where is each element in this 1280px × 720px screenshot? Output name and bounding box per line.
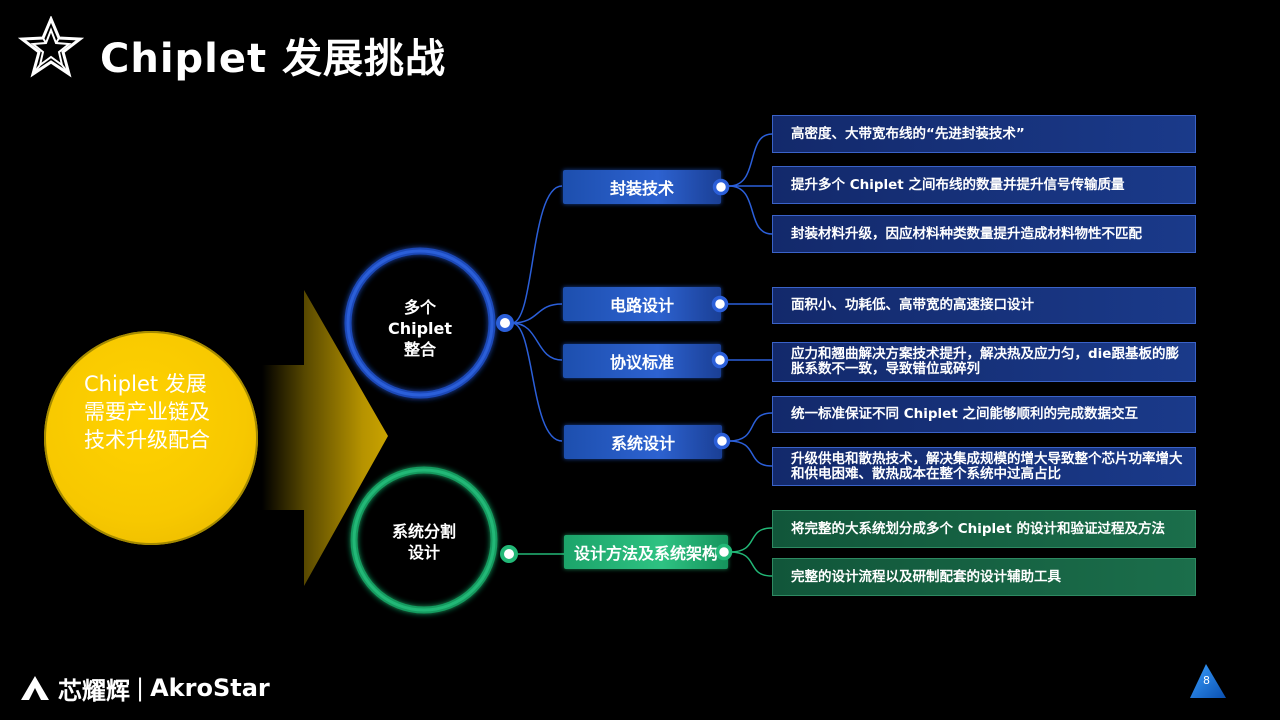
brand-en: AkroStar xyxy=(150,674,270,702)
category-protocol-label: 协议标准 xyxy=(609,353,674,372)
detail-circuit-1: 面积小、功耗低、高带宽的高速接口设计 xyxy=(772,287,1196,324)
category-method-label: 设计方法及系统架构 xyxy=(573,544,718,563)
category-method: 设计方法及系统架构 xyxy=(564,535,728,569)
ring-partition-line1: 系统分割 xyxy=(391,522,456,541)
ring-partition-label: 系统分割 设计 xyxy=(374,521,474,563)
category-circuit: 电路设计 xyxy=(563,287,721,321)
page-title: Chiplet 发展挑战 xyxy=(100,36,447,82)
star-logo-icon xyxy=(18,16,84,78)
category-system-label: 系统设计 xyxy=(610,434,675,453)
detail-method-1-text: 将完整的大系统划分成多个 Chiplet 的设计和验证过程及方法 xyxy=(791,520,1165,537)
category-packaging: 封装技术 xyxy=(563,170,721,204)
ring-integration-label: 多个 Chiplet 整合 xyxy=(370,297,470,360)
detail-method-2-text: 完整的设计流程以及研制配套的设计辅助工具 xyxy=(791,568,1061,585)
category-protocol: 协议标准 xyxy=(563,344,721,378)
brand-cn: 芯耀辉 xyxy=(58,676,130,705)
detail-packaging-3: 封装材料升级，因应材料种类数量提升造成材料物性不匹配 xyxy=(772,215,1196,253)
category-packaging-label: 封装技术 xyxy=(609,179,674,198)
detail-system-1: 统一标准保证不同 Chiplet 之间能够顺利的完成数据交互 xyxy=(772,396,1196,433)
detail-system-2: 升级供电和散热技术，解决集成规模的增大导致整个芯片功率增大和供电困难、散热成本在… xyxy=(772,447,1196,486)
detail-packaging-1-text: 高密度、大带宽布线的“先进封装技术” xyxy=(791,125,1025,142)
page-badge-icon xyxy=(1190,664,1226,698)
detail-packaging-2: 提升多个 Chiplet 之间布线的数量并提升信号传输质量 xyxy=(772,166,1196,204)
category-system: 系统设计 xyxy=(564,425,722,459)
center-circle xyxy=(44,331,258,545)
category-circuit-label: 电路设计 xyxy=(609,296,674,315)
detail-protocol-1: 应力和翘曲解决方案技术提升，解决热及应力匀，die跟基板的膨胀系数不一致，导致错… xyxy=(772,342,1196,382)
detail-packaging-1: 高密度、大带宽布线的“先进封装技术” xyxy=(772,115,1196,153)
footer-brand: 芯耀辉 | AkroStar xyxy=(20,672,270,705)
detail-system-2-text: 升级供电和散热技术，解决集成规模的增大导致整个芯片功率增大和供电困难、散热成本在… xyxy=(791,450,1183,482)
ring-partition-line2: 设计 xyxy=(407,543,440,562)
detail-method-2: 完整的设计流程以及研制配套的设计辅助工具 xyxy=(772,558,1196,596)
ring-integration-line3: 整合 xyxy=(403,340,436,359)
detail-method-1: 将完整的大系统划分成多个 Chiplet 的设计和验证过程及方法 xyxy=(772,510,1196,548)
detail-system-1-text: 统一标准保证不同 Chiplet 之间能够顺利的完成数据交互 xyxy=(791,406,1138,422)
detail-packaging-3-text: 封装材料升级，因应材料种类数量提升造成材料物性不匹配 xyxy=(791,225,1142,242)
detail-protocol-1-text: 应力和翘曲解决方案技术提升，解决热及应力匀，die跟基板的膨胀系数不一致，导致错… xyxy=(791,346,1179,377)
detail-circuit-1-text: 面积小、功耗低、高带宽的高速接口设计 xyxy=(791,297,1034,313)
page-number: 8 xyxy=(1203,674,1210,687)
ring-integration-line2: Chiplet xyxy=(387,319,453,338)
arrow-right-icon xyxy=(262,290,388,586)
ring-integration-line1: 多个 xyxy=(403,298,436,317)
akrostar-logo-icon xyxy=(21,676,49,700)
center-text: Chiplet 发展需要产业链及技术升级配合 xyxy=(84,372,210,452)
detail-packaging-2-text: 提升多个 Chiplet 之间布线的数量并提升信号传输质量 xyxy=(791,176,1125,193)
brand-separator: | xyxy=(136,674,145,702)
